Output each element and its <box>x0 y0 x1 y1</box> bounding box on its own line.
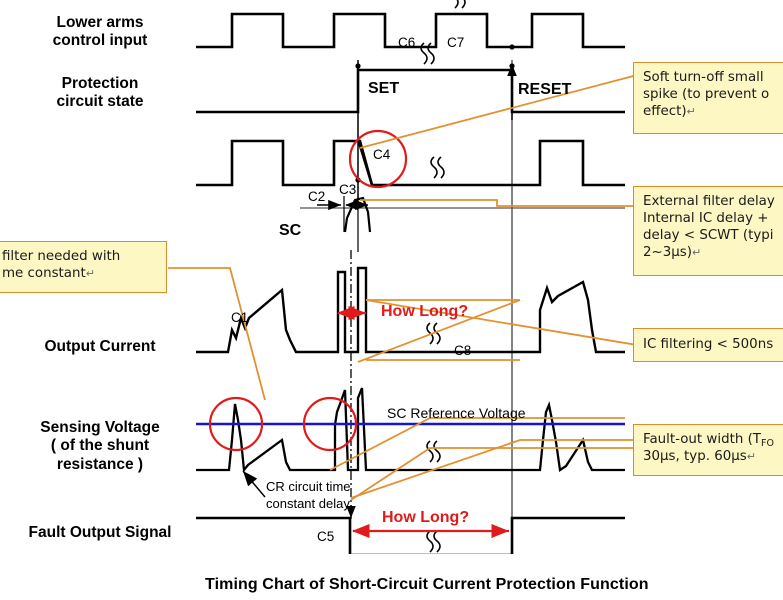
waveform-lower-arms-gate <box>196 129 625 189</box>
row-label-line1: Sensing Voltage <box>40 419 160 436</box>
row-label-line1: Lower arms <box>56 14 144 31</box>
row-label-line3: resistance ) <box>56 455 144 473</box>
note-line3: effect)↵ <box>643 104 696 120</box>
how-long-label-current: How Long? <box>381 303 469 320</box>
waveform-protection-circuit-state <box>196 42 625 540</box>
page-title: Timing Chart of Short-Circuit Current Pr… <box>205 576 649 593</box>
row-label-fault-output-signal: Fault Output Signal <box>5 524 195 542</box>
note-line2: 30µs, typ. 60µs↵ <box>643 449 756 465</box>
waveform-lower-arms-control-input-top <box>196 0 625 49</box>
note-line4: 2~3µs)↵ <box>643 245 702 261</box>
row-label-line2: ( of the shunt <box>50 437 150 455</box>
highlight-circle-c4 <box>348 129 408 189</box>
row-label-line2: control input <box>52 32 148 50</box>
note-external-filter-delay: External filter delay Internal IC delay … <box>633 186 783 276</box>
caption-band <box>0 554 783 600</box>
waveform-output-current <box>196 250 625 520</box>
marker-c3: C3 <box>339 182 357 197</box>
leader-cr-filter-left <box>168 267 266 401</box>
row-label-line1: Output Current <box>44 338 156 355</box>
marker-c5: C5 <box>317 529 335 544</box>
highlight-circle-sense-2 <box>302 396 358 452</box>
leader-lines-b <box>329 299 637 499</box>
row-label-protection-circuit-state: Protection circuit state <box>10 75 190 112</box>
cr-delay-label-line1: CR circuit time <box>266 479 351 494</box>
note-line1: Soft turn-off small <box>643 70 764 85</box>
pilcrow-mark: ↵ <box>686 105 696 119</box>
leader-ic-filtering <box>365 299 638 346</box>
pilcrow-mark: ↵ <box>691 246 702 260</box>
marker-c4: C4 <box>373 147 391 162</box>
sc-measurement-marks <box>300 196 625 252</box>
sc-label: SC <box>279 222 302 239</box>
waveform-sensing-voltage <box>196 387 625 498</box>
pilcrow-mark: ↵ <box>85 267 95 281</box>
marker-c2: C2 <box>308 189 326 204</box>
leader-soft-turn-off <box>359 74 638 149</box>
leader-lines <box>168 74 638 501</box>
leader-external-filter <box>360 199 637 207</box>
note-ic-filtering: IC filtering < 500ns <box>633 328 783 362</box>
reset-label: RESET <box>518 81 572 98</box>
marker-c1: C1 <box>231 310 249 325</box>
sc-reference-voltage-label: SC Reference Voltage <box>387 405 526 421</box>
cr-delay-label-line2: constant delay <box>266 496 350 511</box>
subscript-fo: FO <box>760 438 774 449</box>
note-line1: IC filtering < 500ns <box>643 337 774 353</box>
set-label: SET <box>368 80 400 97</box>
note-line1: Fault-out width (TFO <box>643 432 774 449</box>
row-label-line1: Protection <box>61 75 139 92</box>
note-fault-out-width: Fault-out width (TFO 30µs, typ. 60µs↵ <box>633 424 783 476</box>
note-soft-turn-off: Soft turn-off small spike (to prevent o … <box>633 62 783 134</box>
row-label-sensing-voltage: Sensing Voltage ( of the shunt resistanc… <box>10 419 190 474</box>
how-long-label-fault: How Long? <box>382 509 470 526</box>
row-label-line1: Fault Output Signal <box>28 524 172 541</box>
note-cr-filter: filter needed with me constant↵ <box>0 241 167 293</box>
note-line2: me constant↵ <box>2 266 95 282</box>
note-line2: spike (to prevent o <box>643 87 770 103</box>
note-line2: Internal IC delay + <box>643 211 769 227</box>
row-label-output-current: Output Current <box>10 338 190 356</box>
pilcrow-mark: ↵ <box>746 450 756 464</box>
row-label-lower-arms-control-input: Lower arms control input <box>10 14 190 51</box>
note-line1: External filter delay <box>643 194 775 209</box>
note-line1: filter needed with <box>2 249 121 264</box>
marker-c7: C7 <box>447 35 465 50</box>
marker-c8: C8 <box>454 343 472 358</box>
leader-fault-out-width <box>350 447 637 501</box>
marker-c6: C6 <box>398 35 416 50</box>
highlight-circle-sense-1 <box>208 396 264 452</box>
row-label-line2: circuit state <box>56 93 144 111</box>
note-line3: delay < SCWT (typi <box>643 228 774 244</box>
cr-delay-pointer <box>242 470 266 498</box>
